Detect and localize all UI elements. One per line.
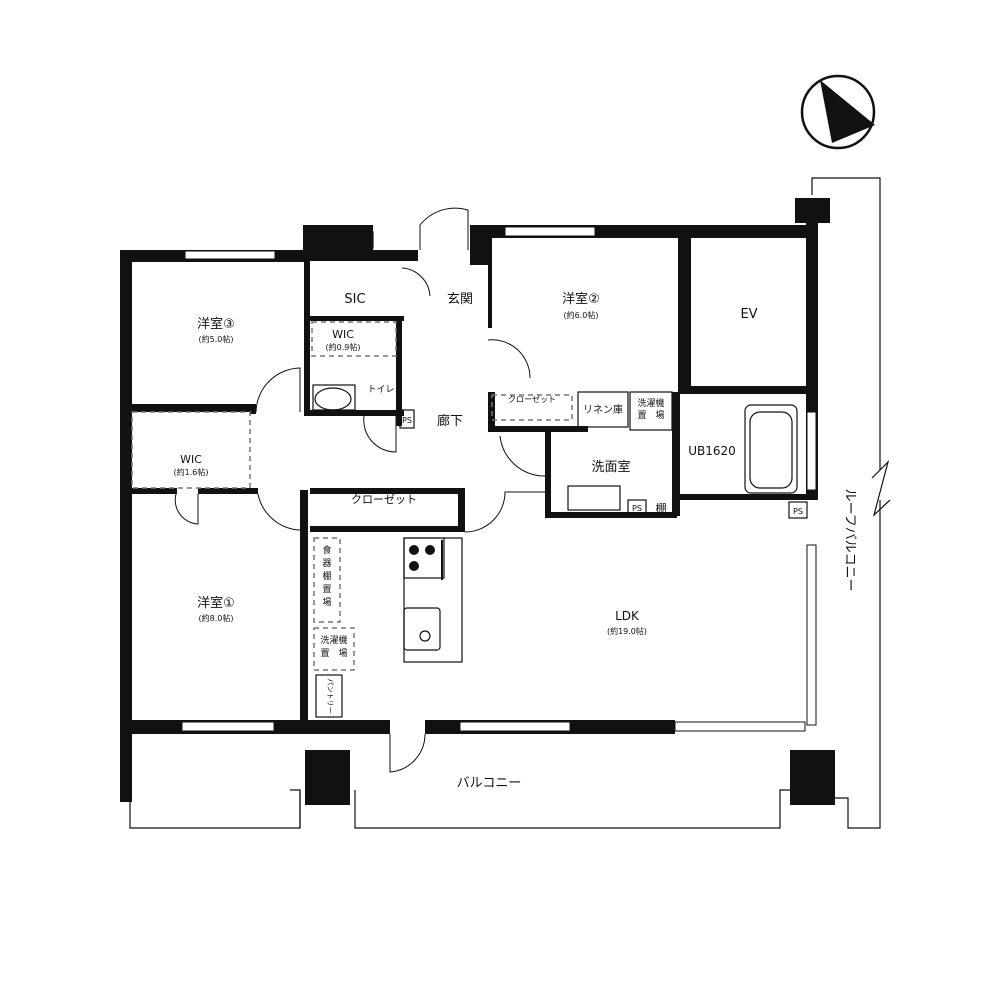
youshitsu3-label: 洋室③ (197, 316, 235, 332)
closet-large-label: クローゼット (351, 493, 417, 506)
rouka-label: 廊下 (437, 413, 463, 429)
fixtures (131, 321, 798, 718)
youshitsu2-label: 洋室② (562, 291, 600, 307)
roof-balcony-label: ルーフバルコニー (842, 489, 857, 592)
shokki-5: 場 (322, 596, 331, 608)
wic-large-size: (約1.6帖) (174, 467, 209, 477)
ub-label: UB1620 (688, 444, 736, 458)
sentakuki-label-2: 置 場 (637, 409, 664, 421)
ps-label-3: PS (793, 507, 803, 516)
mb-label: MB (357, 237, 371, 247)
wic-small-size: (約0.9帖) (326, 342, 361, 352)
roof-balcony-outline (811, 177, 891, 829)
wic-large-label: WIC (180, 453, 202, 466)
youshitsu2-size: (約6.0帖) (564, 310, 599, 320)
shokki-3: 棚 (322, 570, 331, 582)
room-labels: MB SIC 玄関 洋室② (約6.0帖) EV 洋室③ (約5.0帖) WIC… (174, 237, 857, 791)
tana-label: 棚 (656, 501, 667, 515)
interior-walls (132, 230, 818, 720)
youshitsu1-label: 洋室① (197, 595, 235, 611)
shokki-2: 器 (322, 558, 331, 569)
sic-label: SIC (344, 292, 365, 307)
windows (181, 226, 817, 732)
youshitsu3-size: (約5.0帖) (199, 334, 234, 344)
ev-label: EV (740, 307, 757, 322)
senmen-label: 洗面室 (591, 459, 630, 475)
outer-walls (120, 198, 835, 805)
doors (174, 207, 808, 773)
ldk-size: (約19.0帖) (607, 626, 647, 636)
shokki-1: 食 (322, 544, 331, 556)
shokki-4: 置 (322, 584, 331, 595)
sentakuki2-label-1: 洗濯機 (320, 634, 347, 646)
north-arrow-icon (800, 74, 876, 150)
ps-label-1: PS (402, 416, 412, 425)
closet-small-label: クローゼット (508, 394, 556, 404)
youshitsu1-size: (約8.0帖) (199, 613, 234, 623)
toilet-label: トイレ (367, 385, 394, 395)
ps-label-2: PS (632, 504, 642, 513)
balcony-label: バルコニー (457, 776, 522, 791)
ldk-label: LDK (615, 609, 640, 623)
linen-label: リネン庫 (583, 403, 623, 416)
sentakuki-label-1: 洗濯機 (637, 397, 664, 409)
wic-small-label: WIC (332, 328, 354, 341)
sentakuki2-label-2: 置 場 (320, 647, 347, 659)
pantry-label: パントリー (326, 678, 334, 713)
genkan-label: 玄関 (447, 292, 473, 307)
